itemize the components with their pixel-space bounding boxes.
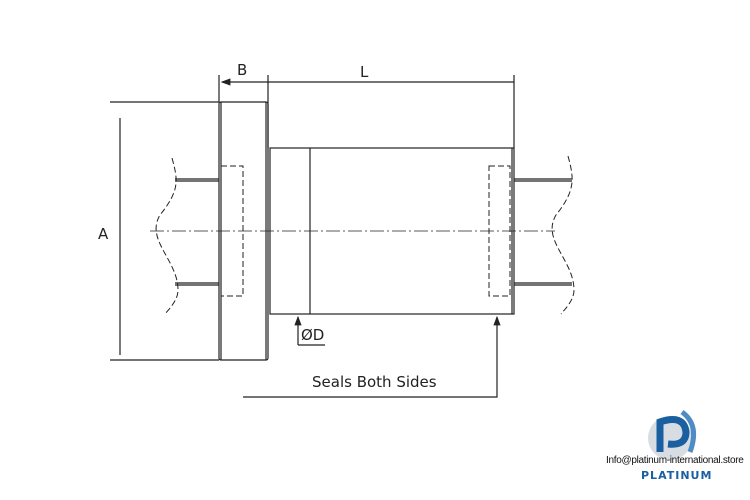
dimension-b-label: B — [237, 61, 247, 79]
dimension-d-label: ØD — [301, 326, 324, 344]
contact-email: Info@platinum-international.store — [606, 455, 744, 466]
platinum-logo — [648, 409, 697, 460]
shaft — [175, 178, 572, 286]
seals-note: Seals Both Sides — [312, 373, 437, 391]
logo-brand-text: PLATINUM — [641, 469, 713, 482]
dimension-a-label: A — [98, 225, 109, 243]
dimension-l-label: L — [360, 63, 369, 81]
